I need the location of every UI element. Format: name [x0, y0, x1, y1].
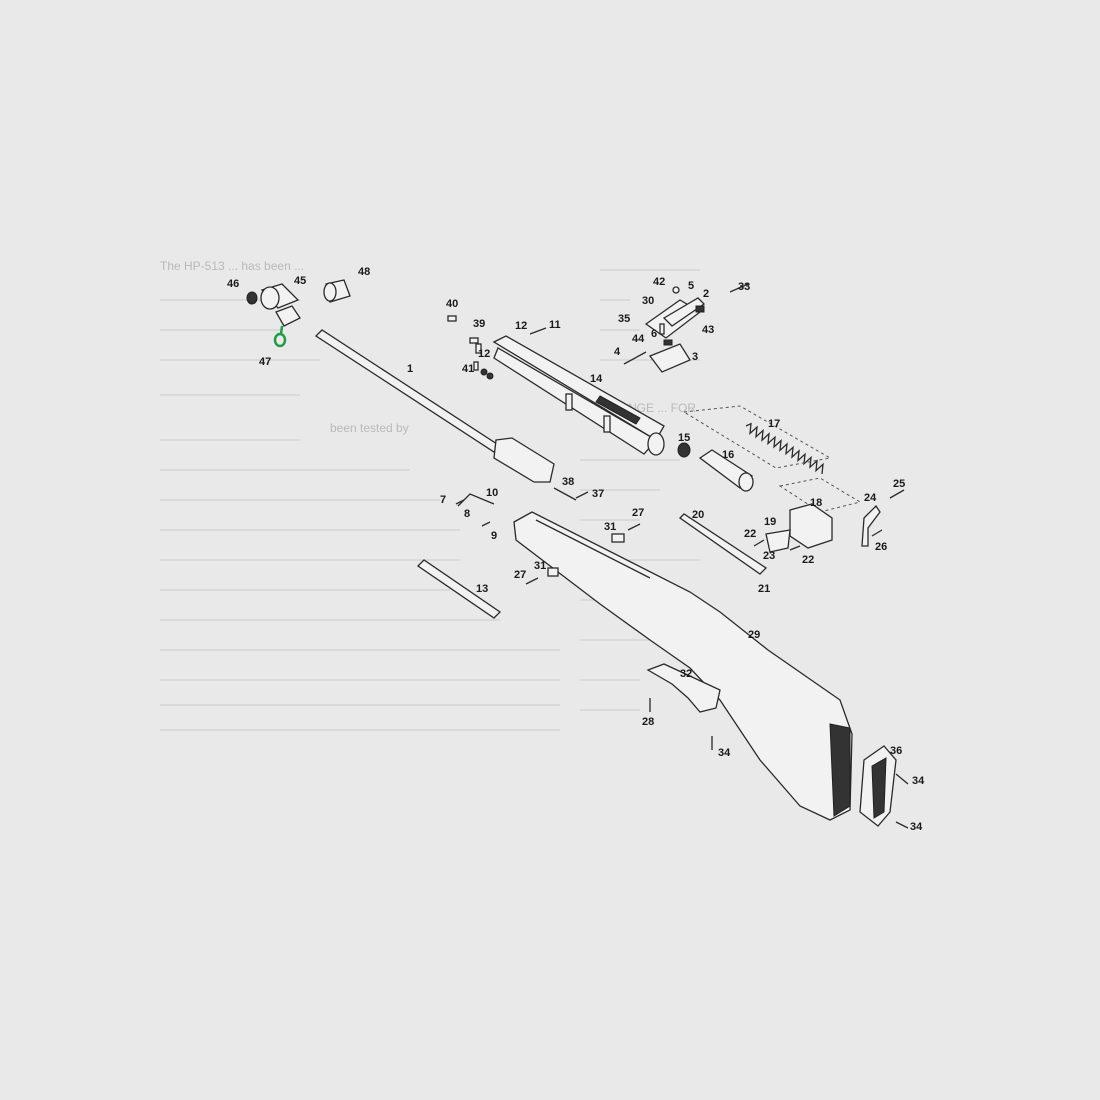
label-part-20: 20	[692, 509, 704, 521]
label-part-7: 7	[440, 494, 446, 506]
label-part-36: 36	[890, 745, 902, 757]
main-spring-part	[745, 422, 824, 475]
label-part-44: 44	[632, 333, 645, 345]
label-part-25: 25	[893, 478, 905, 490]
label-part-28: 28	[642, 716, 654, 728]
label-part-47: 47	[259, 356, 271, 368]
stock-part	[513, 511, 853, 821]
label-part-11: 11	[549, 319, 561, 331]
label-part-34-pad-lower: 34	[910, 821, 923, 833]
silencer-part	[323, 279, 351, 303]
label-part-10: 10	[486, 487, 498, 499]
label-part-19: 19	[764, 516, 776, 528]
label-part-13: 13	[476, 583, 488, 595]
small-pins-group	[447, 315, 547, 380]
background-bleed-text: The HP-513 ... has been ... been tested …	[160, 259, 700, 731]
label-part-23: 23	[763, 550, 775, 562]
label-part-8: 8	[464, 508, 470, 520]
muzzle-cap-part	[246, 283, 300, 310]
label-part-48: 48	[358, 266, 370, 278]
label-part-41: 41	[462, 363, 474, 375]
part-number-labels: 1 2 3 4 5 6 7 8 9 10 11 12 12 13 14 15 1…	[227, 266, 925, 833]
label-part-26: 26	[875, 541, 887, 553]
butt-pad-part	[859, 745, 897, 827]
label-part-16: 16	[722, 449, 734, 461]
trigger-block-part	[753, 503, 833, 553]
label-part-5: 5	[688, 280, 694, 292]
label-part-12-lower: 12	[478, 348, 490, 360]
label-part-2: 2	[703, 288, 709, 300]
label-part-1: 1	[407, 363, 413, 375]
label-part-14: 14	[590, 373, 603, 385]
label-part-30: 30	[642, 295, 654, 307]
bleed-text-2: been tested by	[330, 421, 409, 435]
label-part-22-left: 22	[744, 528, 756, 540]
sight-ring-part-highlighted	[273, 325, 287, 348]
label-part-43: 43	[702, 324, 714, 336]
label-part-37: 37	[592, 488, 604, 500]
label-part-22-right: 22	[802, 554, 814, 566]
label-part-17: 17	[768, 418, 780, 430]
label-part-4: 4	[614, 346, 621, 358]
label-part-45: 45	[294, 275, 306, 287]
label-part-24: 24	[864, 492, 877, 504]
dashed-assembly-guides	[682, 405, 862, 513]
label-part-40: 40	[446, 298, 458, 310]
label-part-15: 15	[678, 432, 690, 444]
piston-part	[677, 442, 754, 492]
label-part-12-upper: 12	[515, 320, 527, 332]
barrel-part	[314, 329, 555, 483]
label-part-46: 46	[227, 278, 239, 290]
bleed-text-1: The HP-513 ... has been ...	[160, 259, 304, 273]
trigger-part	[861, 489, 905, 547]
label-part-31-upper: 31	[604, 521, 616, 533]
label-part-9: 9	[491, 530, 497, 542]
label-part-27-upper: 27	[632, 507, 644, 519]
label-part-42: 42	[653, 276, 665, 288]
label-part-31-lower: 31	[534, 560, 546, 572]
trigger-guard-part	[646, 663, 721, 713]
receiver-part	[492, 335, 665, 456]
label-part-35: 35	[618, 313, 630, 325]
label-part-3: 3	[692, 351, 698, 363]
label-part-29: 29	[748, 629, 760, 641]
rear-sight-assembly	[623, 283, 749, 373]
label-part-38: 38	[562, 476, 574, 488]
cocking-link-parts	[416, 487, 589, 619]
front-sight-part	[275, 305, 301, 327]
label-part-34-stock: 34	[718, 747, 731, 759]
label-part-39: 39	[473, 318, 485, 330]
label-part-32: 32	[680, 668, 692, 680]
label-part-21: 21	[758, 583, 770, 595]
label-part-34-pad-upper: 34	[912, 775, 925, 787]
label-part-33: 33	[738, 281, 750, 293]
cocking-lever-part	[678, 513, 768, 575]
label-part-18: 18	[810, 497, 822, 509]
screws-group	[525, 523, 909, 829]
label-part-6: 6	[651, 328, 657, 340]
label-part-27-lower: 27	[514, 569, 526, 581]
